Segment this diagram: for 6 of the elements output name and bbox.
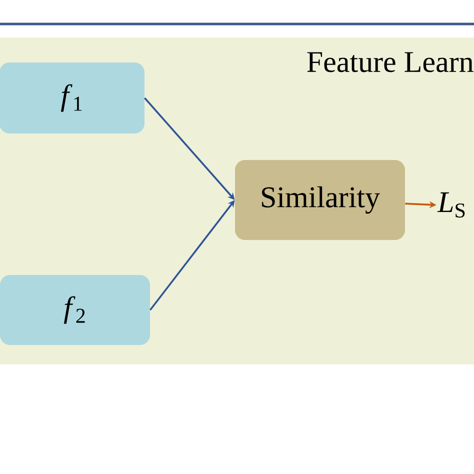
arrow: [144, 97, 235, 200]
process-box: f$_{2}$: [0, 275, 150, 345]
process-box: Similarity: [235, 160, 405, 240]
process-box: f$_{1}$: [0, 62, 144, 134]
loss-label: L$_{S}$: [437, 192, 465, 218]
arrow: [149, 200, 235, 311]
